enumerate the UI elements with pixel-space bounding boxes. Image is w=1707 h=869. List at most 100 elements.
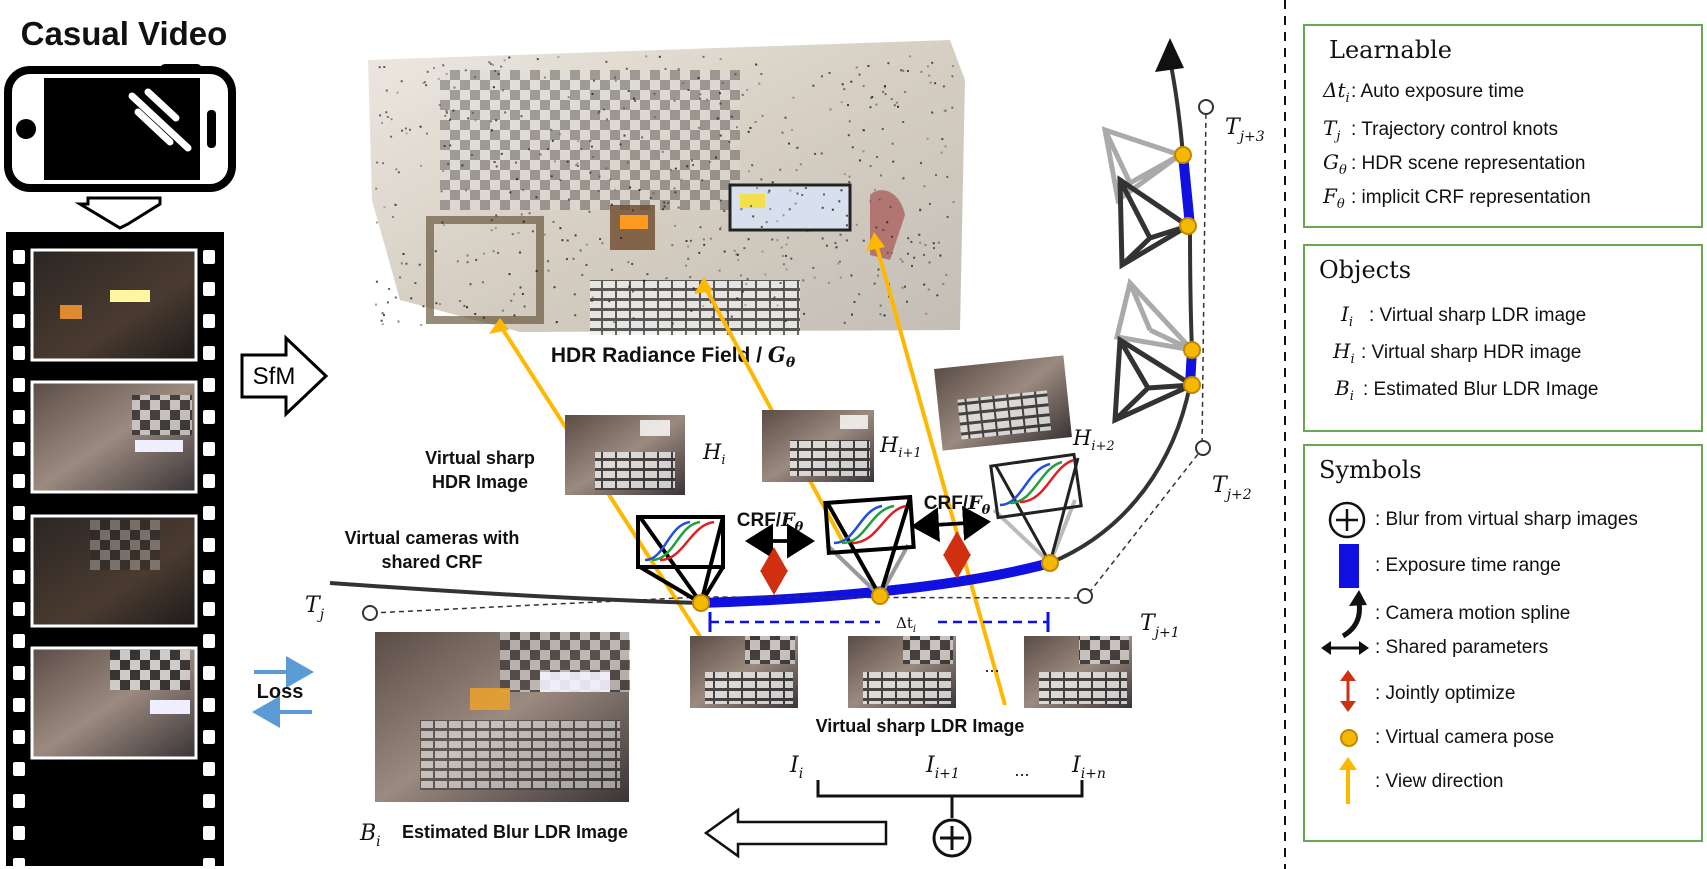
point-speckle (643, 279, 646, 282)
film-sprocket (203, 666, 215, 680)
point-speckle (500, 65, 503, 68)
point-speckle (756, 187, 759, 190)
camera-pose-marker (1183, 341, 1201, 359)
film-sprocket (13, 826, 25, 840)
point-speckle (382, 162, 385, 165)
point-speckle (719, 228, 722, 231)
film-sprocket (203, 730, 215, 744)
point-speckle (749, 127, 752, 129)
point-speckle (779, 168, 782, 171)
point-speckle (641, 136, 644, 139)
point-speckle (627, 90, 630, 93)
point-speckle (673, 187, 676, 190)
learnable-title: Learnable (1329, 36, 1452, 64)
point-speckle (399, 276, 402, 279)
point-speckle (409, 128, 411, 131)
point-speckle (827, 281, 830, 284)
point-speckle (383, 66, 386, 68)
point-speckle (390, 118, 393, 121)
point-speckle (674, 224, 677, 227)
point-speckle (919, 241, 922, 244)
point-speckle (709, 161, 712, 164)
sfm-arrow: SfM (240, 334, 329, 418)
camera-pyramid (1113, 277, 1199, 354)
blur-bracket (816, 780, 1084, 818)
point-speckle (709, 301, 712, 304)
point-speckle (781, 288, 784, 291)
point-speckle (489, 120, 492, 123)
point-speckle (623, 134, 626, 137)
h-label-i1: Hi+1 (879, 433, 922, 461)
point-speckle (881, 128, 884, 131)
point-speckle (774, 296, 776, 299)
point-speckle (433, 67, 435, 70)
point-speckle (521, 293, 524, 295)
point-speckle (475, 258, 478, 261)
point-speckle (663, 205, 666, 208)
point-speckle (942, 283, 945, 285)
point-speckle (546, 148, 549, 151)
point-speckle (605, 167, 608, 170)
point-speckle (522, 189, 525, 192)
point-speckle (388, 288, 391, 290)
point-speckle (745, 283, 748, 286)
point-speckle (879, 313, 882, 316)
point-speckle (897, 105, 899, 108)
point-speckle (597, 112, 600, 115)
point-speckle (449, 144, 452, 147)
symbols-text: : Shared parameters (1375, 637, 1549, 658)
point-speckle (687, 257, 690, 260)
point-speckle (782, 263, 785, 266)
point-speckle (936, 294, 939, 297)
point-speckle (402, 253, 405, 255)
point-speckle (493, 161, 496, 163)
hdr-field-label: HDR Radiance Field / Gθ (551, 342, 796, 371)
point-speckle (876, 156, 879, 159)
point-speckle (902, 121, 905, 123)
point-speckle (801, 194, 804, 196)
virtual-cameras-label-2: shared CRF (381, 552, 482, 572)
point-speckle (814, 152, 817, 155)
point-speckle (665, 277, 668, 280)
point-speckle (776, 239, 779, 242)
point-speckle (483, 252, 486, 255)
point-speckle (909, 55, 912, 58)
point-speckle (901, 286, 904, 289)
film-sprocket (13, 858, 25, 869)
control-knot (362, 605, 378, 621)
learnable-symbol: G (1323, 150, 1339, 174)
learnable-text: : implicit CRF representation (1351, 187, 1591, 208)
point-speckle (574, 314, 577, 317)
point-speckle (620, 236, 623, 239)
point-speckle (605, 60, 608, 63)
camera-pyramid (1117, 175, 1193, 270)
point-speckle (559, 133, 562, 136)
point-speckle (736, 253, 739, 256)
point-speckle (855, 66, 858, 69)
point-speckle (447, 163, 450, 166)
point-speckle (585, 264, 588, 266)
point-speckle (823, 193, 825, 196)
point-speckle (952, 201, 955, 204)
point-speckle (405, 132, 408, 135)
point-speckle (495, 214, 498, 217)
control-polygon (362, 99, 1214, 621)
point-speckle (523, 305, 526, 308)
point-speckle (420, 164, 423, 167)
film-sprocket (13, 442, 25, 456)
point-speckle (381, 312, 384, 315)
point-speckle (464, 69, 467, 72)
point-speckle (805, 228, 808, 231)
point-speckle (452, 109, 455, 112)
point-speckle (873, 282, 876, 285)
point-speckle (449, 118, 452, 121)
point-speckle (760, 225, 763, 228)
point-speckle (567, 96, 570, 99)
point-speckle (463, 304, 466, 307)
point-speckle (902, 69, 905, 72)
point-speckle (721, 82, 724, 85)
point-speckle (441, 221, 444, 224)
point-speckle (602, 108, 605, 111)
point-speckle (418, 263, 421, 266)
